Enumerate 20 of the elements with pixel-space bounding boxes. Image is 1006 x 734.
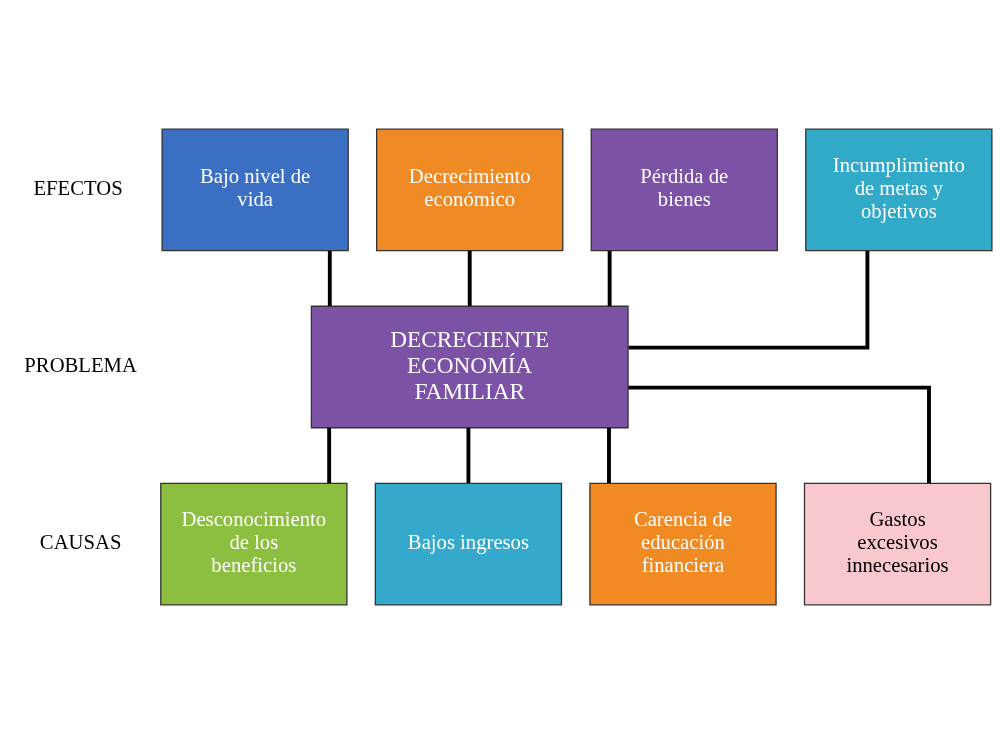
connector (628, 250, 870, 350)
connector (607, 250, 612, 306)
node-box: DECRECIENTE ECONOMÍA FAMILIAR (310, 305, 629, 429)
node-box: Bajo nivel de vida (161, 128, 349, 252)
connector (327, 427, 332, 484)
connector (327, 250, 332, 306)
label: EFECTOS (33, 176, 123, 199)
label: CAUSAS (39, 530, 122, 553)
node-box: Decrecimiento económico (376, 128, 564, 252)
node-box: Gastos excesivos innecesarios (803, 482, 992, 606)
node-box: Desconocimiento de los beneficios (160, 482, 348, 606)
node-box: Bajos ingresos (374, 482, 563, 606)
node-box: Incumplimiento de metas y objetivos (805, 128, 993, 252)
node-box: Pérdida de bienes (590, 128, 778, 252)
connector (466, 427, 471, 484)
connector (467, 250, 472, 306)
connector (628, 385, 931, 484)
connector (607, 427, 611, 484)
label: PROBLEMA (24, 353, 137, 376)
node-box: Carencia de educación financiera (589, 482, 777, 606)
